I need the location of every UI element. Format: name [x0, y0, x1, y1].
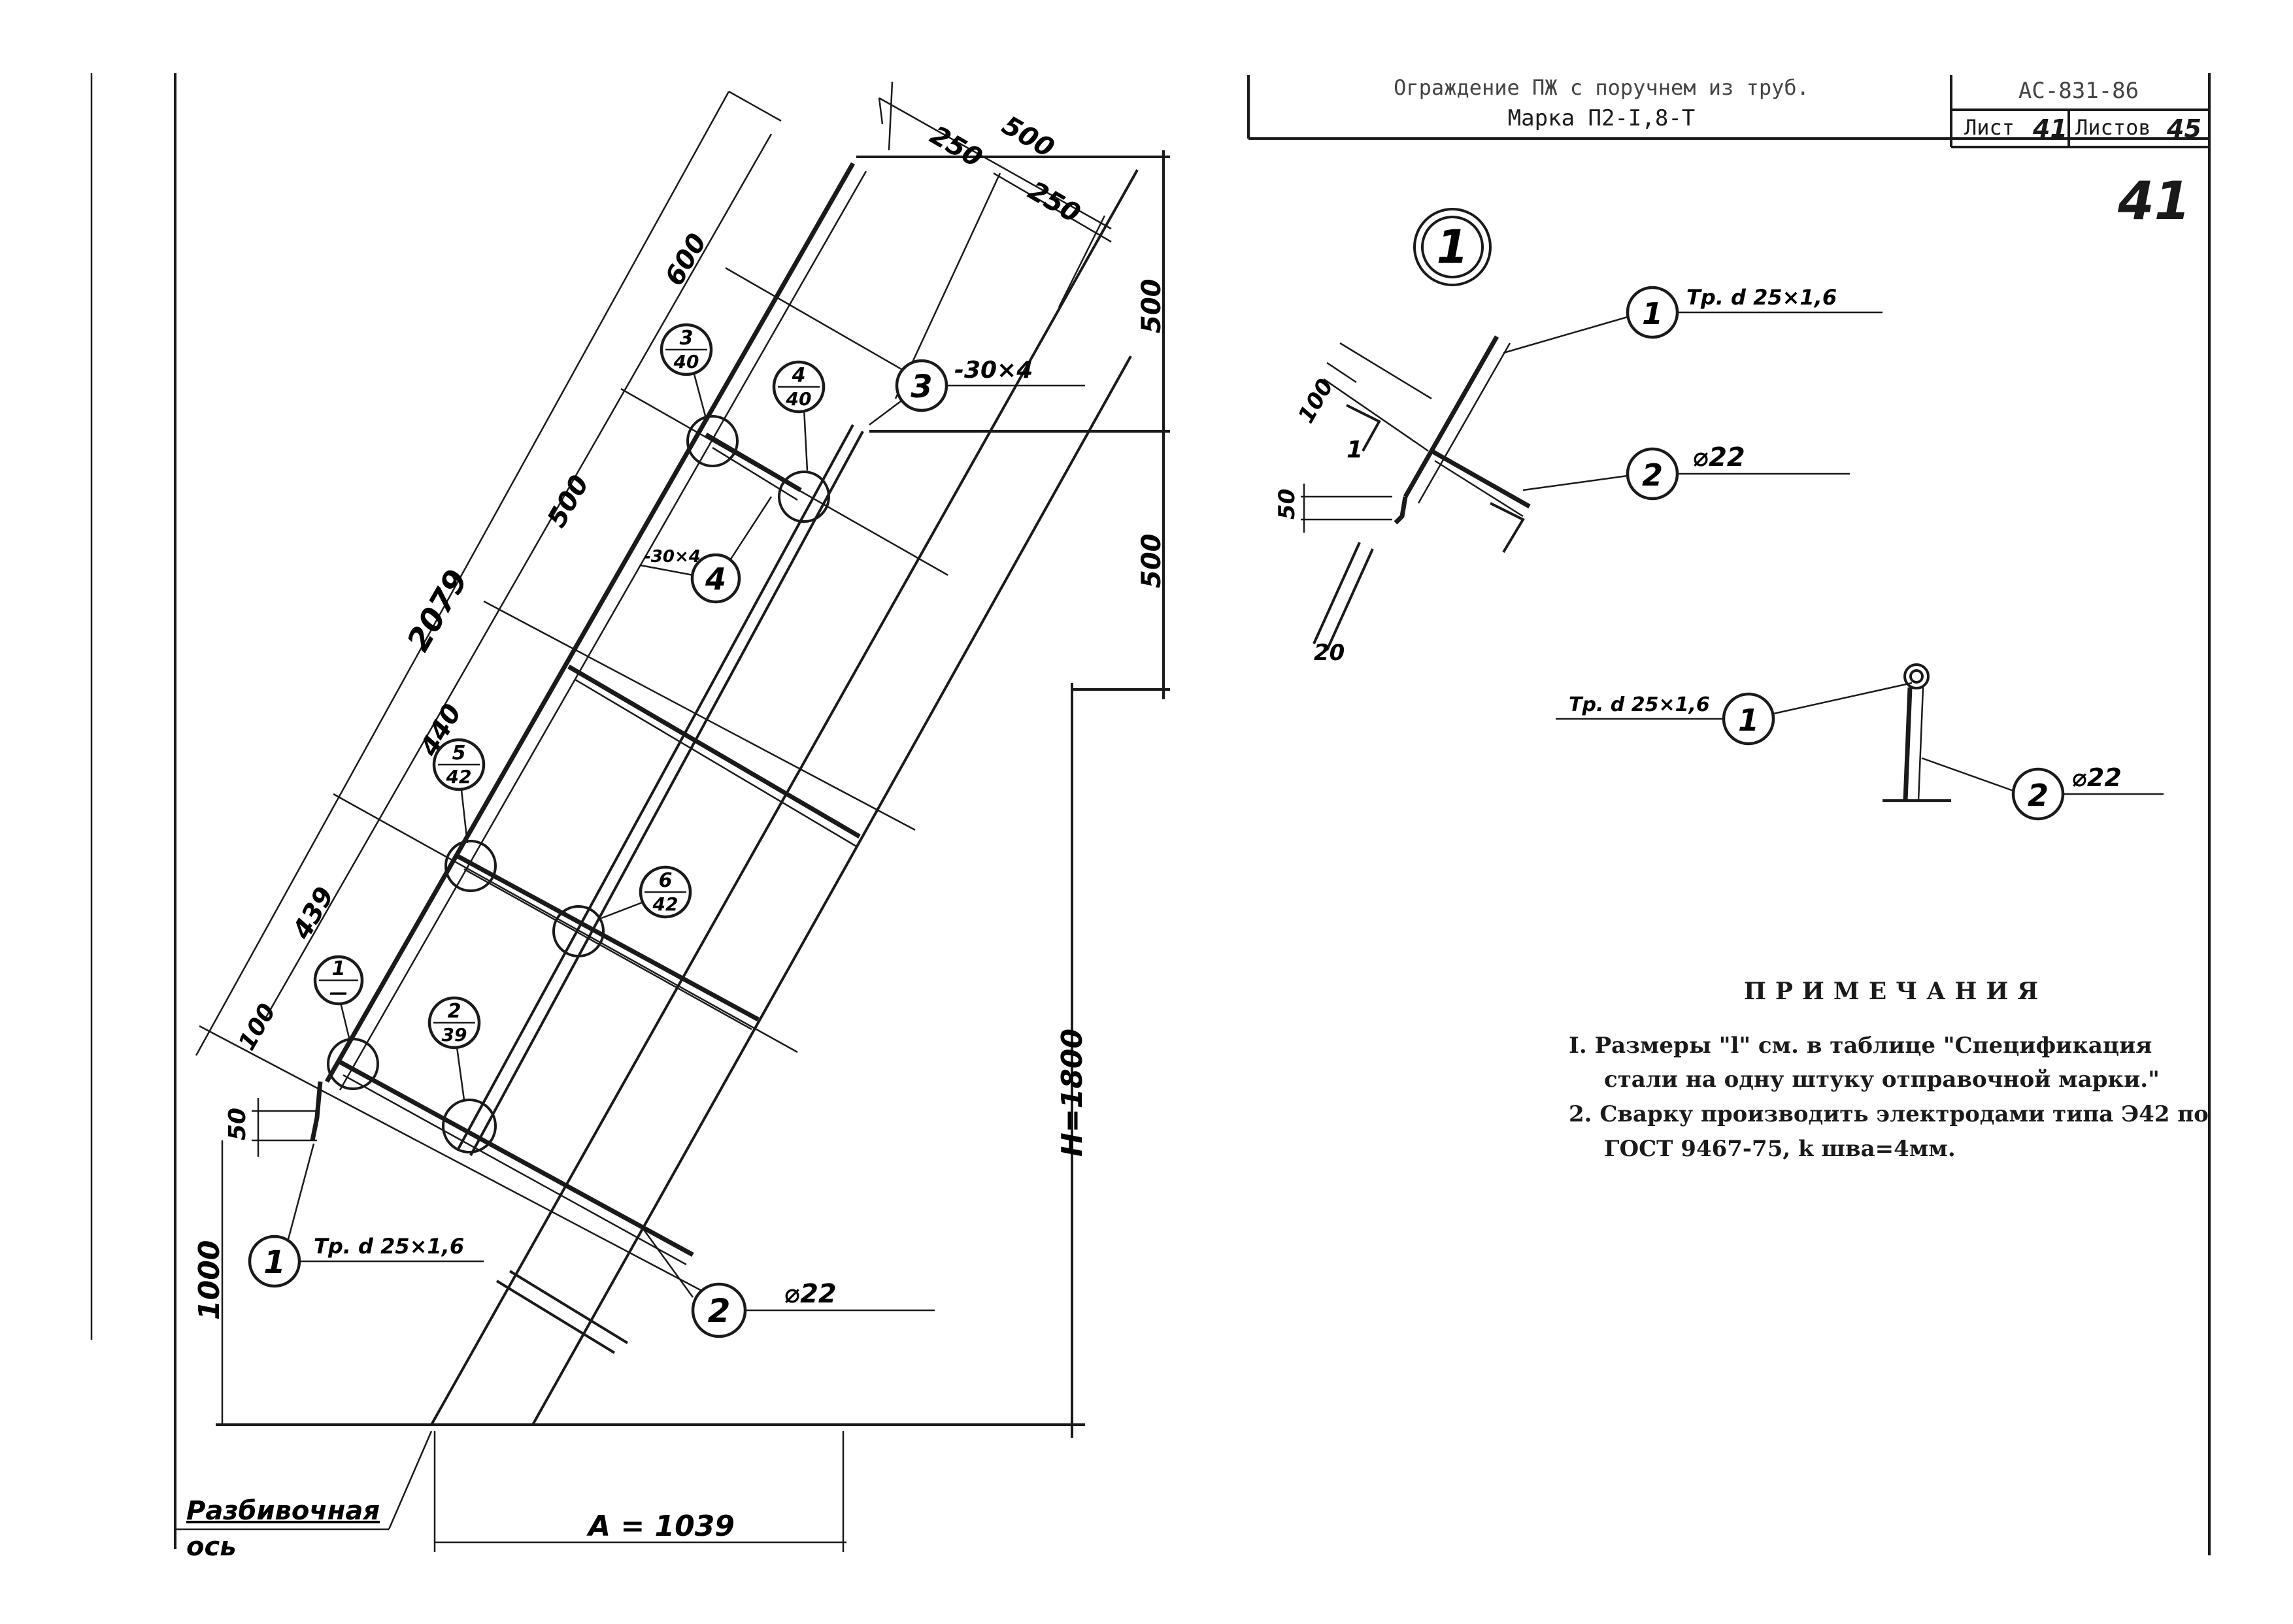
dimension-lines [176, 81, 1112, 1552]
detail-callout-1: 1 [1642, 296, 1663, 331]
page-number: 41 [2117, 171, 2190, 231]
node-3-40-bot: 40 [673, 351, 699, 373]
callout-4-bubble [690, 553, 741, 604]
callout-4-strip-label: -30×4 [644, 547, 701, 567]
section-callout-1: 1 [1738, 703, 1759, 738]
dim-100: 100 [233, 999, 281, 1055]
callout-3-strip-label: -30×4 [954, 357, 1033, 384]
detail-dim-100: 100 [1293, 374, 1339, 427]
node-5-42-top: 5 [452, 742, 466, 765]
node-6-42-top: 6 [659, 869, 673, 892]
sheet-value: 41 [2032, 114, 2067, 143]
rung-1 [339, 1059, 694, 1257]
callout-4: 4 [705, 561, 726, 597]
drawing-code: АС-831-86 [2018, 78, 2139, 104]
dim-439: 439 [286, 882, 340, 945]
node-5-42-bot: 42 [446, 766, 472, 787]
dim-a-1039: A = 1039 [586, 1510, 735, 1543]
notes-block: ПРИМЕЧАНИЯ I. Размеры "l" см. в таблице … [1569, 974, 2222, 1167]
leg-line-a [430, 169, 1139, 1425]
node-4-40-top: 4 [792, 364, 806, 387]
node-1-top: 1 [332, 957, 346, 980]
axis-label-line-2: ось [186, 1532, 236, 1562]
callout-1: 1 [263, 1244, 285, 1281]
axis-label-line-1: Разбивочная [186, 1496, 380, 1526]
dim-1000: 1000 [193, 1240, 226, 1320]
detail-rod-label: ⌀22 [1693, 442, 1745, 472]
detail-tube [1403, 335, 1499, 498]
section-callout-2: 2 [2028, 778, 2049, 813]
title-line-1: Ограждение ПЖ с поручнем из труб. [1394, 75, 1809, 100]
dim-right-500-top: 500 [1137, 279, 1167, 334]
detail-callout-2: 2 [1642, 457, 1663, 493]
rung-2 [456, 853, 760, 1022]
node-3-40-top: 3 [680, 327, 694, 350]
node-circle [686, 415, 739, 467]
dim-50: 50 [224, 1108, 251, 1140]
detail-tube-label: Тр. d 25×1,6 [1686, 285, 1837, 310]
detail-number: 1 [1437, 220, 1469, 274]
dim-2079: 2079 [400, 563, 475, 657]
leg-line-b [531, 859, 851, 1425]
notes-item-1: I. Размеры "l" см. в таблице "Спецификац… [1569, 1032, 2160, 1093]
notes-item-2: 2. Сварку производить электродами типа Э… [1569, 1101, 2209, 1162]
node-circle [442, 1099, 497, 1153]
sheets-label: Листов [2075, 115, 2151, 140]
title-line-2: Марка П2-I,8-Т [1508, 105, 1696, 131]
node-2-39-top: 2 [448, 1000, 461, 1023]
handrail-tube [324, 162, 856, 1083]
dim-500: 500 [542, 471, 595, 533]
node-1-bot: — [329, 982, 348, 1003]
section-1-1: 1 Тр. d 25×1,6 2 ⌀22 [1556, 663, 2164, 821]
node-circles [327, 415, 830, 1153]
node-2-39-bot: 39 [442, 1024, 467, 1046]
sheets-value: 45 [2166, 114, 2201, 143]
section-tube-label: Тр. d 25×1,6 [1569, 693, 1710, 716]
node-circle [327, 1038, 379, 1090]
callout-2-rod-label: ⌀22 [784, 1279, 837, 1309]
frame [90, 73, 2211, 1555]
dim-right-500-bottom: 500 [1137, 534, 1167, 589]
node-6-42-bot: 42 [652, 893, 678, 915]
detail-cut-mark: 1 [1347, 437, 1363, 463]
callout-3: 3 [911, 369, 932, 405]
notes-title: ПРИМЕЧАНИЯ [1743, 978, 2048, 1005]
detail-rod [1430, 448, 1531, 509]
rung-3 [567, 664, 861, 839]
dim-h-1800: H=1800 [1056, 1029, 1089, 1157]
title-block: Ограждение ПЖ с поручнем из труб. Марка … [1247, 75, 2209, 148]
dim-600: 600 [660, 229, 713, 291]
node-circle [444, 840, 497, 892]
post-line [456, 424, 854, 1151]
railing-main [199, 150, 1170, 1438]
callout-1-tube-label: Тр. d 25×1,6 [314, 1234, 464, 1259]
node-circle [552, 905, 605, 957]
rung-4 [705, 432, 802, 493]
sheet-label: Лист [1964, 115, 2015, 140]
node-4-40-bot: 40 [786, 388, 812, 410]
main-callouts: 1 Тр. d 25×1,6 2 ⌀22 3 -30×4 4 -30×4 3 4… [248, 323, 1085, 1338]
detail-dim-20: 20 [1314, 640, 1345, 666]
detail-dim-50: 50 [1274, 489, 1300, 520]
node-circle [778, 471, 830, 523]
detail-1: 1 1 100 50 20 1 Тр. d 25×1,6 2 [1274, 208, 1883, 666]
callout-2: 2 [708, 1292, 731, 1330]
section-rod-label: ⌀22 [2072, 763, 2122, 792]
